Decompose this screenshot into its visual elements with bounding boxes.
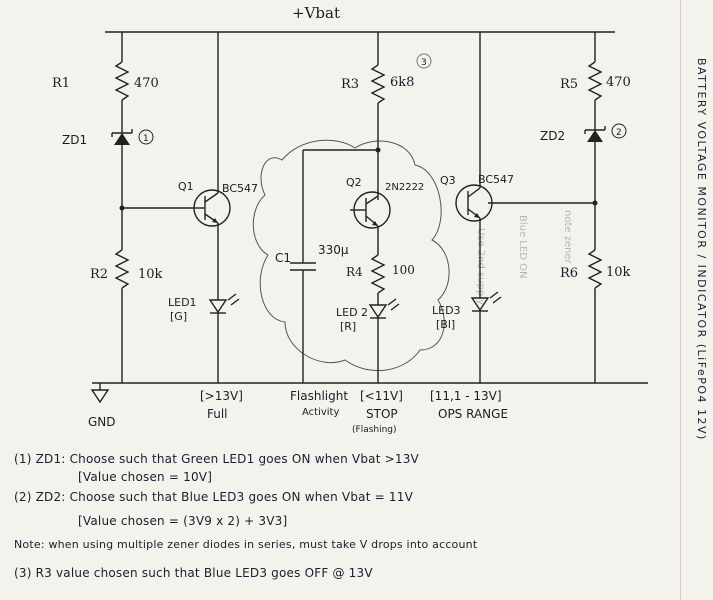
r6-value: 10k: [606, 265, 631, 280]
zd1-note-marker: 1: [143, 134, 149, 144]
q1-label: Q1: [178, 180, 194, 193]
zd1-zener-icon: [114, 133, 130, 145]
zd1-label: ZD1: [62, 133, 87, 147]
led3-label: LED3: [432, 304, 461, 317]
full-range-label: [>13V]: [200, 389, 243, 403]
note-r3: (3) R3 value chosen such that Blue LED3 …: [14, 566, 373, 580]
gnd-label: GND: [88, 415, 116, 429]
q2-label: Q2: [346, 176, 362, 189]
ground-icon: [90, 389, 110, 404]
ops-label: OPS RANGE: [438, 407, 508, 421]
led2-color: [R]: [340, 320, 356, 333]
led3-icon: [470, 297, 490, 312]
r3-value: 6k8: [390, 75, 414, 90]
r4-value: 100: [392, 263, 415, 277]
note-zd1-value: [Value chosen = 10V]: [78, 470, 213, 484]
q3-transistor-icon: [455, 184, 493, 222]
c1-label: C1: [275, 251, 291, 265]
r3-resistor: [370, 64, 386, 104]
r4-label: R4: [346, 265, 363, 279]
stop-label: STOP: [366, 407, 398, 421]
r1-value: 470: [134, 76, 159, 91]
r3-note-marker: 3: [421, 58, 427, 68]
note-zd1: (1) ZD1: Choose such that Green LED1 goe…: [14, 452, 419, 466]
flashlight-label: Flashlight: [290, 389, 348, 403]
r5-resistor: [587, 61, 603, 101]
led1-icon: [208, 299, 228, 314]
c1-value: 330μ: [318, 243, 349, 257]
led1-color: [G]: [170, 310, 187, 323]
r1-label: R1: [52, 76, 70, 91]
r2-label: R2: [90, 267, 108, 282]
notebook-margin-line: [680, 0, 681, 600]
r1-resistor: [114, 61, 130, 101]
flashlight-cloud-outline: [252, 139, 450, 372]
bleed-through-text: Blue LED ON: [517, 215, 528, 278]
zd2-note-marker: 2: [616, 128, 622, 138]
q1-transistor-icon: [193, 189, 231, 227]
r5-value: 470: [606, 75, 631, 90]
q1-part: BC547: [222, 182, 258, 195]
r6-label: R6: [560, 266, 578, 281]
flashlight-sublabel: Activity: [302, 407, 339, 418]
ops-range-label: [11,1 - 13V]: [430, 389, 502, 403]
note-zd2-value: [Value chosen = (3V9 x 2) + 3V3]: [78, 514, 288, 528]
zd2-label: ZD2: [540, 129, 565, 143]
note-zener-series: Note: when using multiple zener diodes i…: [14, 538, 478, 551]
r2-resistor: [114, 249, 130, 289]
side-title: BATTERY VOLTAGE MONITOR / INDICATOR (LiF…: [695, 58, 708, 441]
led2-icon: [368, 304, 388, 319]
full-label: Full: [207, 407, 228, 421]
bleed-through-text: note zener: [562, 210, 573, 265]
stop-sublabel: (Flashing): [352, 425, 397, 435]
q3-label: Q3: [440, 174, 456, 187]
r6-resistor: [587, 249, 603, 289]
r2-value: 10k: [138, 267, 163, 282]
led2-label: LED 2: [336, 306, 368, 319]
r5-label: R5: [560, 77, 578, 92]
q3-part: BC547: [478, 173, 514, 186]
q2-part: 2N2222: [385, 182, 424, 193]
supply-label: +Vbat: [292, 4, 340, 22]
r4-resistor: [370, 254, 386, 294]
led1-label: LED1: [168, 296, 197, 309]
led3-color: [Bl]: [436, 318, 455, 331]
stop-range-label: [<11V]: [360, 389, 403, 403]
r3-label: R3: [341, 77, 359, 92]
note-zd2: (2) ZD2: Choose such that Blue LED3 goes…: [14, 490, 413, 504]
zd2-zener-icon: [587, 130, 603, 142]
